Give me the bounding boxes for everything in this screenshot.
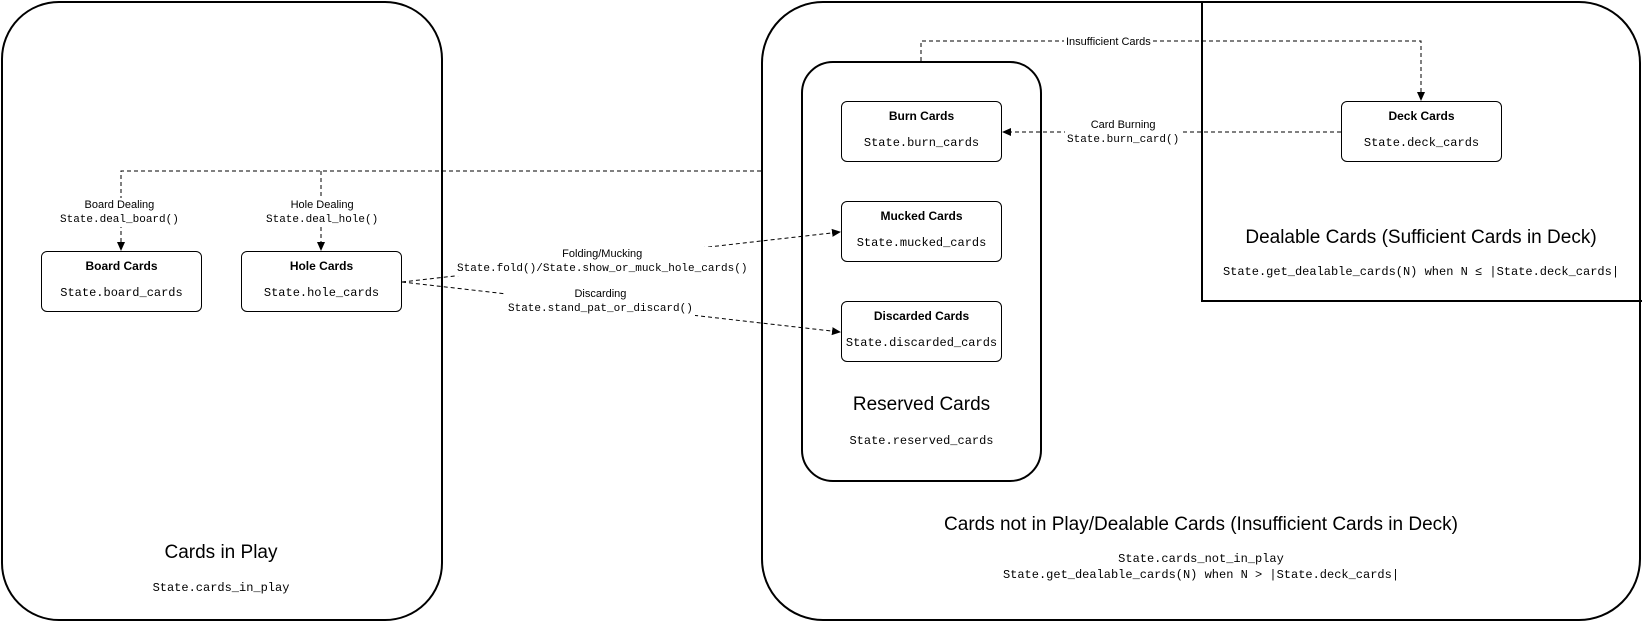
- burn-cards-title: Burn Cards: [888, 109, 955, 123]
- discarded-cards-code: State.discarded_cards: [845, 336, 998, 350]
- dealable-cards-title: Dealable Cards (Sufficient Cards in Deck…: [1245, 227, 1597, 248]
- not-in-play-code-2: State.get_dealable_cards(N) when N > |St…: [1002, 568, 1400, 582]
- hole-cards-box: Hole Cards State.hole_cards: [241, 251, 402, 312]
- burn-cards-code: State.burn_cards: [863, 136, 980, 150]
- insufficient-cards-label: Insufficient Cards: [1064, 35, 1153, 49]
- deck-cards-title: Deck Cards: [1388, 109, 1455, 123]
- hole-dealing-code: State.deal_hole(): [266, 214, 379, 226]
- folding-mucking-label: Folding/Mucking State.fold()/State.show_…: [455, 247, 750, 276]
- discarding-label: Discarding State.stand_pat_or_discard(): [506, 287, 695, 316]
- card-burning-code: State.burn_card(): [1067, 134, 1180, 146]
- board-cards-box: Board Cards State.board_cards: [41, 251, 202, 312]
- hole-cards-code: State.hole_cards: [263, 286, 380, 300]
- region-reserved-cards: [801, 61, 1042, 482]
- board-dealing-code: State.deal_board(): [60, 214, 179, 226]
- not-in-play-title: Cards not in Play/Dealable Cards (Insuff…: [944, 514, 1458, 535]
- hole-cards-title: Hole Cards: [289, 259, 354, 273]
- mucked-cards-title: Mucked Cards: [880, 209, 963, 223]
- not-in-play-code-1: State.cards_not_in_play: [1118, 552, 1284, 566]
- deck-cards-code: State.deck_cards: [1363, 136, 1480, 150]
- edge-insufficient: [920, 40, 1425, 101]
- mucked-cards-box: Mucked Cards State.mucked_cards: [841, 201, 1002, 262]
- discarding-text: Discarding: [574, 288, 627, 300]
- cards-in-play-code: State.cards_in_play: [152, 581, 290, 595]
- region-dealable-cards: [1201, 1, 1642, 302]
- folding-mucking-text: Folding/Mucking: [562, 248, 643, 260]
- card-burning-text: Card Burning: [1090, 119, 1156, 131]
- burn-cards-box: Burn Cards State.burn_cards: [841, 101, 1002, 162]
- deck-cards-box: Deck Cards State.deck_cards: [1341, 101, 1502, 162]
- discarding-code: State.stand_pat_or_discard(): [508, 303, 693, 315]
- cards-in-play-title: Cards in Play: [164, 542, 278, 563]
- board-dealing-text: Board Dealing: [84, 199, 155, 211]
- board-cards-code: State.board_cards: [60, 286, 183, 300]
- edge-board-dealing: [117, 170, 761, 251]
- dealable-cards-code: State.get_dealable_cards(N) when N ≤ |St…: [1222, 265, 1620, 279]
- discarded-cards-title: Discarded Cards: [873, 309, 970, 323]
- board-dealing-label: Board Dealing State.deal_board(): [58, 198, 181, 227]
- board-cards-title: Board Cards: [85, 259, 158, 273]
- hole-dealing-text: Hole Dealing: [290, 199, 354, 211]
- reserved-cards-code: State.reserved_cards: [849, 434, 994, 448]
- reserved-cards-title: Reserved Cards: [852, 394, 991, 415]
- card-burning-label: Card Burning State.burn_card(): [1065, 118, 1182, 147]
- hole-dealing-label: Hole Dealing State.deal_hole(): [264, 198, 381, 227]
- mucked-cards-code: State.mucked_cards: [856, 236, 987, 250]
- folding-mucking-code: State.fold()/State.show_or_muck_hole_car…: [457, 263, 748, 275]
- discarded-cards-box: Discarded Cards State.discarded_cards: [841, 301, 1002, 362]
- insufficient-cards-text: Insufficient Cards: [1066, 36, 1151, 48]
